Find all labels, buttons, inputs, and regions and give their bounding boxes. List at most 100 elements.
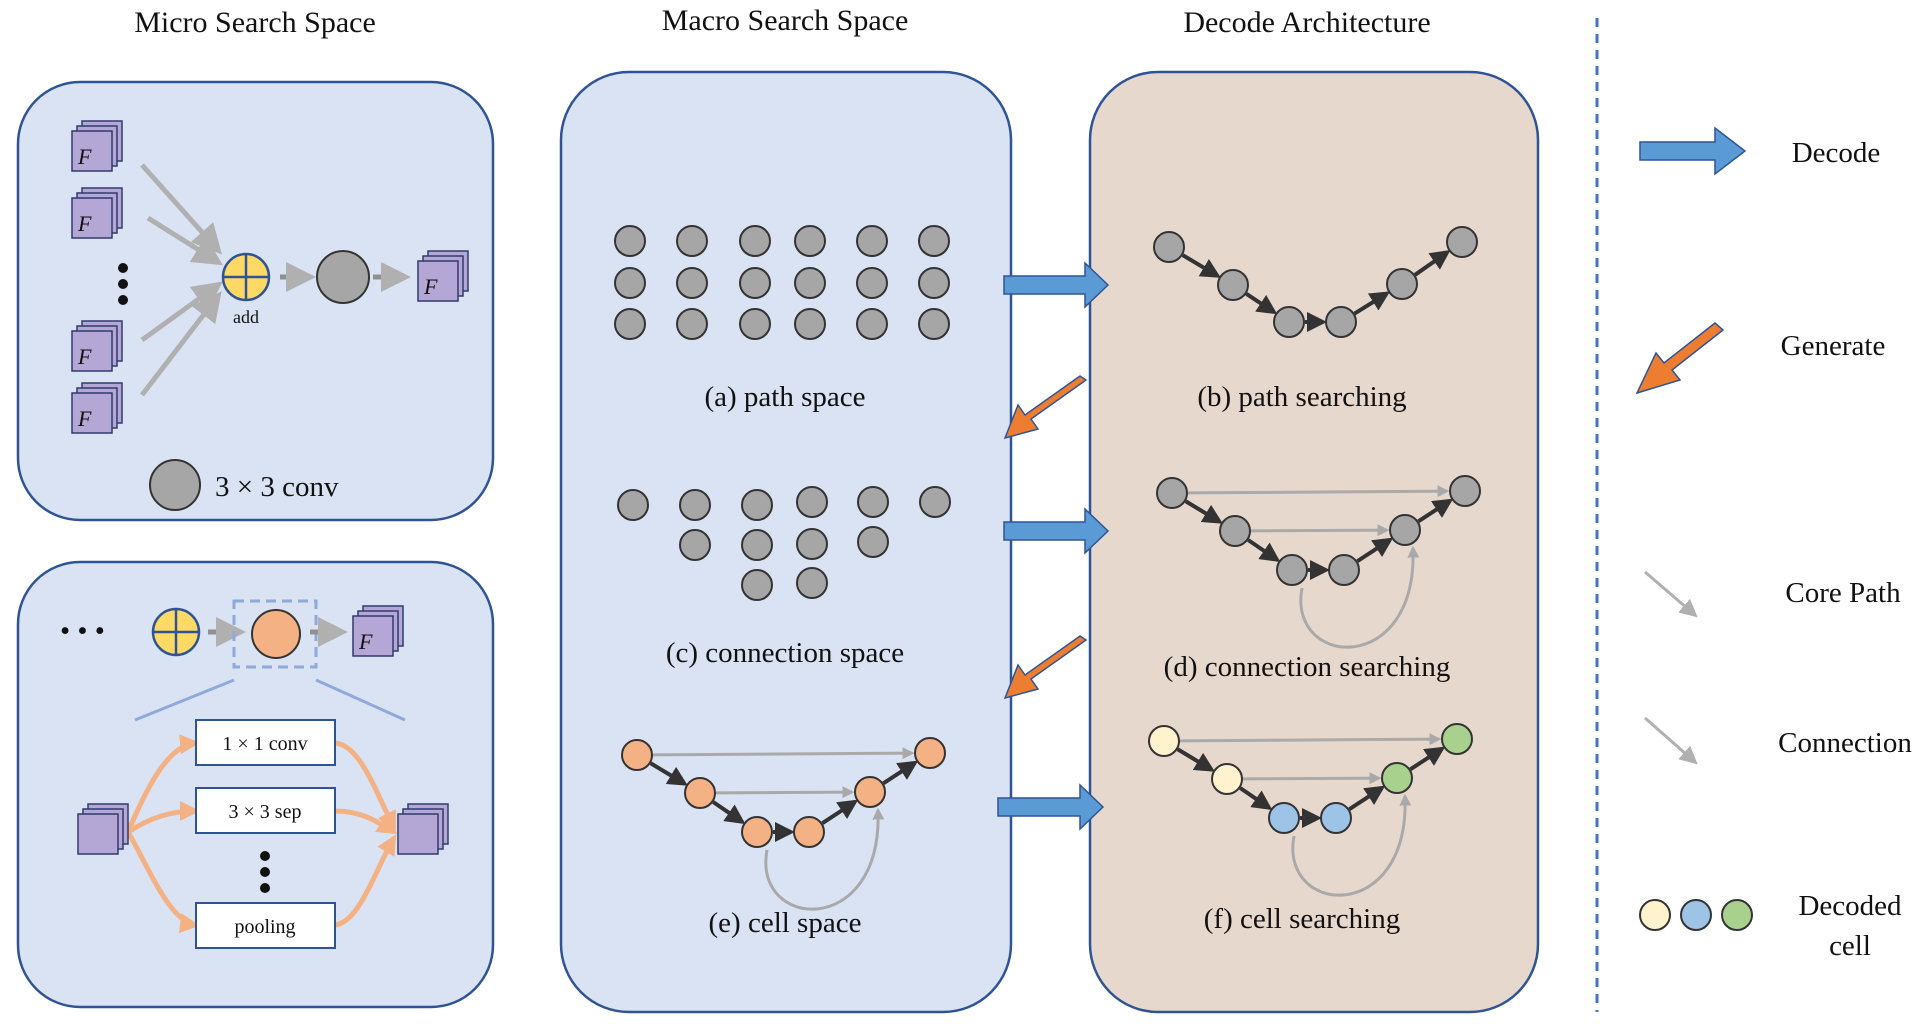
core-path-edge — [1356, 537, 1394, 563]
connection-searching-graph — [1156, 475, 1481, 649]
graph-node — [679, 529, 711, 561]
core-path-edge — [1409, 746, 1446, 771]
connection-edge — [1179, 733, 1442, 746]
graph-node — [1156, 477, 1188, 509]
graph-node — [1211, 763, 1243, 795]
graph-node — [621, 739, 653, 771]
legend-decode-label: Decode — [1792, 137, 1881, 169]
graph-node — [1276, 554, 1308, 586]
decode-title: Decode Architecture — [1183, 6, 1430, 39]
core-path-edge — [1181, 253, 1221, 278]
graph-node — [854, 776, 886, 808]
add-icon — [221, 252, 271, 302]
macro-title: Macro Search Space — [662, 4, 909, 37]
graph-node — [1386, 268, 1418, 300]
core-path-edge — [1184, 499, 1224, 524]
graph-node — [1153, 231, 1185, 263]
svg-text:F: F — [358, 629, 373, 654]
graph-node — [1381, 762, 1413, 794]
decode-arrow — [997, 783, 1105, 831]
graph-node — [679, 489, 711, 521]
svg-text:1 × 1 conv: 1 × 1 conv — [222, 733, 307, 755]
path-space-grid — [614, 225, 950, 340]
graph-node — [741, 529, 773, 561]
graph-node — [739, 225, 771, 257]
feature-map-icon: F — [71, 187, 123, 239]
caption-c: (c) connection space — [666, 637, 904, 669]
graph-node — [856, 225, 888, 257]
connection-edge — [652, 747, 915, 760]
core-path-edge — [1348, 785, 1386, 811]
graph-node — [739, 267, 771, 299]
graph-node — [796, 528, 828, 560]
output-feature-icon — [397, 803, 449, 855]
output-feature-icon: F — [417, 250, 469, 302]
zoom-line — [134, 678, 235, 722]
graph-node — [918, 267, 950, 299]
connection-edge — [1187, 485, 1450, 498]
caption-e: (e) cell space — [709, 907, 862, 939]
input-arrows — [140, 163, 224, 397]
graph-node — [919, 486, 951, 518]
op-box: pooling — [195, 902, 336, 949]
svg-text:3 × 3 sep: 3 × 3 sep — [229, 801, 302, 823]
core-path-edge — [1417, 498, 1454, 523]
conv-node — [316, 250, 370, 304]
path-searching-graph — [1153, 226, 1478, 338]
graph-node — [1446, 226, 1478, 258]
feature-map-icon: F — [71, 382, 123, 434]
legend-decoded-blue — [1680, 899, 1712, 931]
graph-node — [918, 308, 950, 340]
legend-decoded-green — [1721, 899, 1753, 931]
connection-edge — [764, 807, 885, 911]
core-path-edge — [882, 760, 919, 785]
core-path-edge — [1245, 292, 1278, 315]
decode-panel: (b) path searching (d) connection search… — [1088, 70, 1540, 1014]
core-path-edge — [712, 800, 746, 825]
op-paths — [125, 734, 398, 934]
legend-decoded-label-2: cell — [1829, 930, 1871, 962]
ellipsis-dot — [118, 295, 128, 305]
graph-node — [1217, 269, 1249, 301]
graph-node — [1219, 515, 1251, 547]
legend-connection-label: Connection — [1778, 727, 1912, 759]
generate-arrow — [1003, 375, 1088, 440]
connection-edge — [1242, 772, 1382, 785]
core-path-edge — [1413, 250, 1451, 277]
legend-core-path-label: Core Path — [1785, 577, 1901, 609]
caption-b: (b) path searching — [1197, 381, 1406, 413]
cell-space-graph — [621, 737, 946, 911]
graph-node — [918, 225, 950, 257]
micro-top-panel: F F F F add F 3 × 3 conv — [16, 80, 495, 522]
ellipsis-dot — [118, 263, 128, 273]
output-feature-icon: F — [352, 605, 404, 657]
op-box: 3 × 3 sep — [195, 787, 336, 834]
graph-node — [794, 308, 826, 340]
add-icon — [151, 607, 201, 657]
ellipsis-dot — [260, 851, 270, 861]
graph-node — [1449, 475, 1481, 507]
svg-text:F: F — [77, 144, 92, 169]
graph-node — [1148, 725, 1180, 757]
graph-node — [1273, 306, 1305, 338]
core-path-edge — [821, 799, 859, 825]
graph-node — [1268, 802, 1300, 834]
cell-node — [251, 609, 301, 659]
svg-text:F: F — [77, 344, 92, 369]
ellipsis-dot — [260, 883, 270, 893]
graph-node — [741, 816, 773, 848]
legend-connection-arrow — [1644, 716, 1698, 765]
core-path-edge — [1239, 786, 1273, 811]
graph-node — [614, 225, 646, 257]
graph-node — [1389, 514, 1421, 546]
feature-map-icon: F — [71, 120, 123, 172]
graph-node — [676, 267, 708, 299]
op-box: 1 × 1 conv — [195, 719, 336, 766]
connection-edge — [1250, 524, 1390, 537]
graph-node — [1325, 306, 1357, 338]
decode-arrow — [1003, 507, 1110, 555]
input-feature-icon — [77, 803, 129, 855]
decode-arrow — [1003, 261, 1110, 309]
graph-node — [856, 267, 888, 299]
